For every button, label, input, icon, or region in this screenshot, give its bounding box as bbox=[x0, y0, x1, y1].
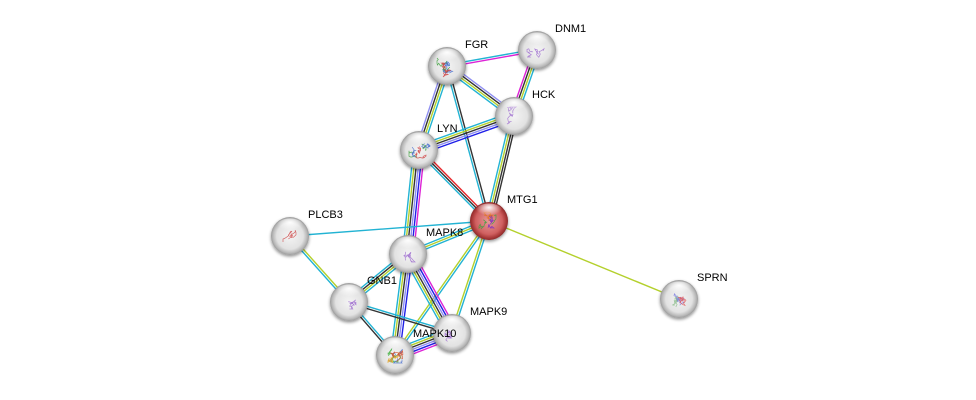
node-label: GNB1 bbox=[367, 275, 397, 287]
node-highlight bbox=[394, 236, 422, 253]
protein-structure-icon bbox=[348, 299, 357, 310]
edge-line-cyan bbox=[289, 220, 490, 237]
edge-mtg1-plcb3[interactable] bbox=[289, 220, 490, 237]
node-highlight bbox=[381, 337, 409, 354]
node-label: SPRN bbox=[697, 272, 728, 284]
protein-structure-icon bbox=[444, 329, 453, 342]
edge-line-yellowgreen bbox=[450, 220, 489, 333]
edge-mtg1-mapk10[interactable] bbox=[393, 219, 491, 357]
node-label: MAPK8 bbox=[426, 227, 463, 239]
edge-line-black bbox=[447, 65, 491, 221]
node-highlight bbox=[433, 48, 461, 65]
protein-structure-icon bbox=[526, 47, 545, 58]
node-plcb3[interactable]: PLCB3 bbox=[271, 209, 343, 255]
node-dnm1[interactable]: DNM1 bbox=[518, 23, 586, 69]
edge-mtg1-mapk9[interactable] bbox=[450, 220, 491, 334]
node-label: FGR bbox=[465, 39, 488, 51]
node-gnb1[interactable]: GNB1 bbox=[330, 275, 397, 321]
node-sprn[interactable]: SPRN bbox=[660, 272, 728, 318]
edge-line-cyan bbox=[395, 221, 491, 357]
node-label: MTG1 bbox=[507, 194, 538, 206]
node-label: DNM1 bbox=[555, 23, 586, 35]
node-highlight bbox=[405, 132, 433, 149]
node-highlight bbox=[335, 284, 363, 301]
node-label: MAPK10 bbox=[413, 328, 456, 340]
node-mapk8[interactable]: MAPK8 bbox=[389, 227, 463, 273]
node-highlight bbox=[475, 203, 503, 220]
edge-mtg1-sprn[interactable] bbox=[488, 220, 680, 300]
edge-line-yellowgreen bbox=[393, 219, 489, 355]
node-label: PLCB3 bbox=[308, 209, 343, 221]
node-highlight bbox=[500, 98, 528, 115]
node-label: MAPK9 bbox=[470, 306, 507, 318]
node-hck[interactable]: HCK bbox=[495, 89, 556, 135]
node-label: HCK bbox=[532, 89, 556, 101]
edge-line-cyan bbox=[445, 66, 489, 222]
protein-structure-icon bbox=[403, 251, 416, 263]
node-mapk10[interactable]: MAPK10 bbox=[376, 328, 456, 374]
node-highlight bbox=[438, 315, 466, 332]
edge-fgr-mtg1[interactable] bbox=[445, 65, 491, 222]
node-highlight bbox=[523, 32, 551, 49]
node-mapk9[interactable]: MAPK9 bbox=[433, 306, 507, 352]
node-highlight bbox=[276, 218, 304, 235]
node-mtg1[interactable]: MTG1 bbox=[470, 194, 538, 240]
edge-line-yellowgreen bbox=[488, 220, 680, 300]
node-fgr[interactable]: FGR bbox=[428, 39, 488, 85]
node-label: LYN bbox=[437, 123, 458, 135]
node-highlight bbox=[665, 281, 693, 298]
edge-line-cyan bbox=[452, 221, 491, 334]
node-lyn[interactable]: LYN bbox=[400, 123, 458, 169]
